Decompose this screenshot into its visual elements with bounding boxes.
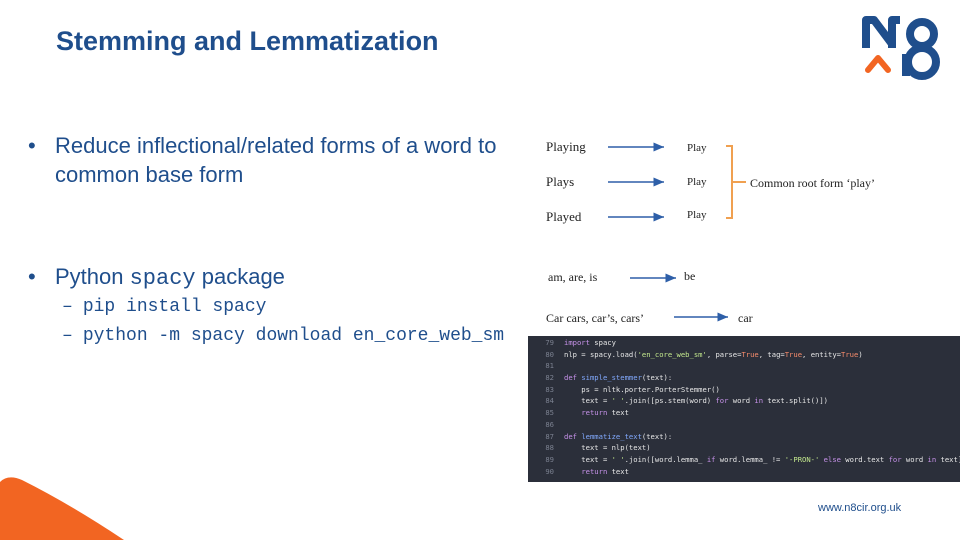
bullet-base-form-text: Reduce inflectional/related forms of a w… [55, 133, 497, 187]
sub-dash: – [62, 297, 73, 317]
input-word-3: Played [546, 209, 582, 224]
code-line: 83 ps = nltk.porter.PorterStemmer() [528, 384, 960, 396]
code-line-number: 86 [545, 419, 554, 429]
code-line: 86 [528, 419, 960, 431]
code-line-text: ps = nltk.porter.PorterStemmer() [564, 384, 720, 394]
bullet-python-spacy: • Python spacy package [28, 262, 285, 293]
output-word-3: Play [687, 209, 707, 221]
code-line: 85 return text [528, 407, 960, 419]
sub-bullet-pip-install: –pip install spacy [62, 297, 266, 317]
bullet-base-form: • Reduce inflectional/related forms of a… [28, 131, 525, 189]
code-line-text: text = ' '.join([word.lemma_ if word.lem… [564, 454, 960, 464]
code-line: 82 def simple_stemmer(text): [528, 372, 960, 384]
code-line-text: text = ' '.join([ps.stem(word) for word … [564, 396, 828, 406]
output-word-1: Play [687, 142, 707, 154]
code-line-number: 83 [545, 384, 554, 394]
stemming-diagram: Playing Plays Played Play Play Play Comm… [546, 139, 875, 325]
code-line: 80 nlp = spacy.load('en_core_web_sm', par… [528, 349, 960, 361]
orange-corner-decoration [0, 477, 124, 540]
code-line-text: def lemmatize_text(text): [564, 431, 673, 441]
sub-download-text: python -m spacy download en_core_web_sm [82, 326, 505, 346]
code-line-number: 90 [545, 466, 554, 476]
input-word-1: Playing [546, 139, 586, 154]
code-line-number: 87 [545, 431, 554, 441]
code-line: 87 def lemmatize_text(text): [528, 431, 960, 443]
code-line: 89 text = ' '.join([word.lemma_ if word.… [528, 454, 960, 466]
code-line-number: 89 [545, 454, 554, 464]
code-line-number: 88 [545, 443, 554, 453]
be-input: am, are, is [548, 270, 598, 284]
code-line-number: 82 [545, 373, 554, 383]
sub-pip-text: pip install spacy [82, 297, 267, 317]
code-line-number: 80 [545, 349, 554, 359]
code-line: 81 [528, 360, 960, 372]
code-line-number: 85 [545, 408, 554, 418]
code-line: 84 text = ' '.join([ps.stem(word) for wo… [528, 395, 960, 407]
code-snippet: 79 import spacy 80 nlp = spacy.load('en_cor… [528, 336, 960, 482]
input-word-2: Plays [546, 174, 574, 189]
bullet-dot: • [28, 264, 36, 289]
code-line: 90 return text [528, 466, 960, 478]
code-line: 79 import spacy [528, 337, 960, 349]
bracket [726, 145, 733, 219]
code-line-text: def simple_stemmer(text): [564, 373, 673, 383]
code-line-number: 81 [545, 361, 554, 371]
bullet-python-pre: Python [55, 264, 130, 289]
car-input: Car cars, car’s, cars’ [546, 311, 644, 325]
code-line-number: 84 [545, 396, 554, 406]
sub-dash: – [62, 326, 73, 346]
sub-bullet-spacy-download: –python -m spacy download en_core_web_sm [62, 326, 504, 346]
bullet-python-post: package [195, 264, 285, 289]
n8-logo [862, 16, 940, 80]
footer-url[interactable]: www.n8cir.org.uk [818, 502, 902, 514]
output-word-2: Play [687, 176, 707, 188]
root-form-label: Common root form ‘play’ [750, 176, 875, 190]
code-line: 88 text = nlp(text) [528, 442, 960, 454]
bullet-spacy-code: spacy [129, 266, 196, 291]
code-line-text: text = nlp(text) [564, 443, 651, 453]
car-output: car [738, 311, 753, 325]
code-line-text: import spacy [564, 338, 616, 347]
code-line-number: 79 [545, 338, 554, 347]
be-output: be [684, 269, 695, 283]
code-line-text: return text [581, 466, 629, 476]
bullet-dot: • [28, 133, 36, 158]
code-line-text: nlp = spacy.load('en_core_web_sm', parse… [564, 349, 863, 359]
slide-title: Stemming and Lemmatization [56, 26, 439, 56]
code-line-text: return text [581, 408, 629, 418]
